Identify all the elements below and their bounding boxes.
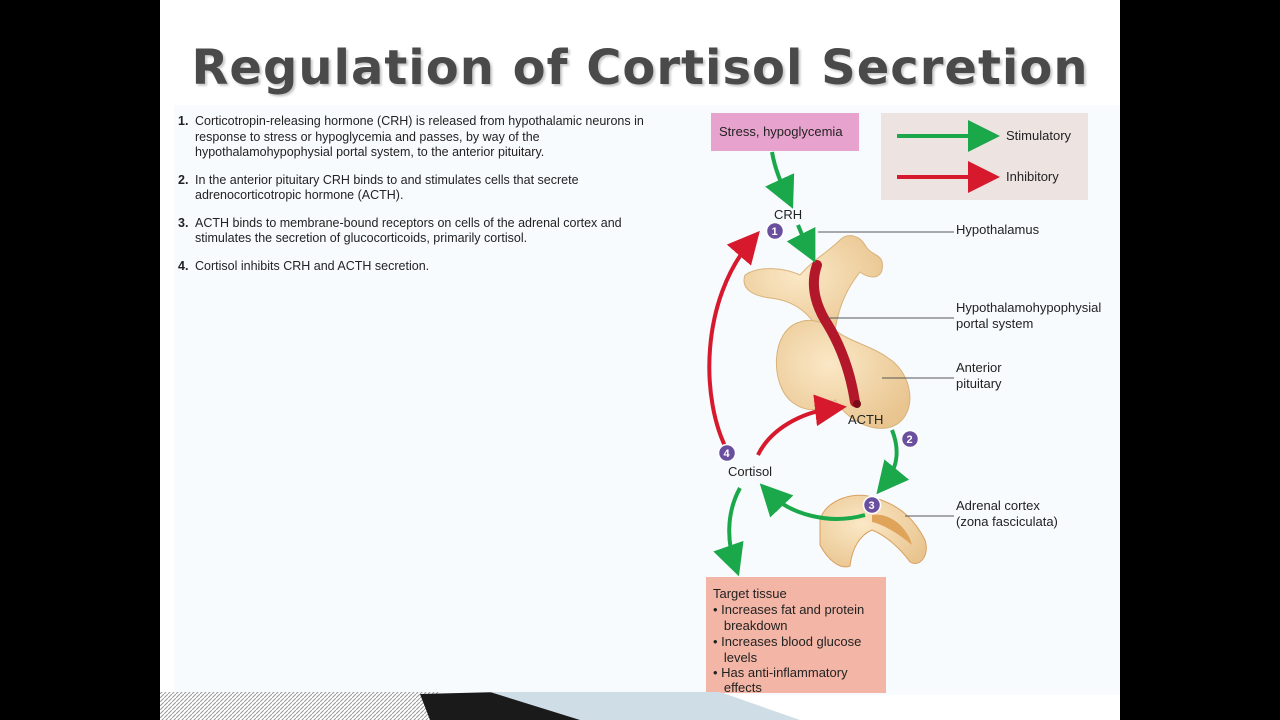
arrow-cortisol-to-target (713, 487, 744, 577)
step-badge: 1 (765, 221, 785, 241)
legend-box (881, 113, 1088, 200)
slide-title: Regulation of Cortisol Secretion (191, 40, 1089, 96)
footer-stripes (160, 692, 800, 720)
crh-label: CRH (774, 207, 802, 222)
svg-text:4: 4 (724, 448, 731, 460)
arrow-acth-to-adrenal (876, 429, 910, 495)
adrenal-label-line1: Adrenal cortex (956, 498, 1040, 513)
stress-box (711, 113, 859, 151)
anterior-pituitary-tissue (775, 319, 911, 429)
target-tissue-title: Target tissue (713, 586, 787, 601)
figure-panel (174, 105, 1120, 695)
arrow-stress-to-crh (765, 151, 795, 209)
legend: Stimulatory Inhibitory (881, 113, 1088, 200)
portal-label-line2: portal system (956, 316, 1033, 331)
anterior-label-line1: Anterior (956, 360, 1002, 375)
adrenal-label-line2: (zona fasciculata) (956, 514, 1058, 529)
target-tissue-line: breakdown (713, 618, 787, 633)
portal-vessel-end (853, 400, 861, 408)
step-text: ACTH binds to membrane-bound receptors o… (195, 215, 622, 246)
arrow-adrenal-to-cortisol (759, 483, 866, 521)
svg-text:3: 3 (869, 500, 875, 512)
step-item: 3. ACTH binds to membrane-bound receptors… (178, 216, 648, 247)
step-badge: 2 (900, 429, 920, 449)
acth-label: ACTH (848, 412, 883, 427)
target-tissue-box (706, 577, 886, 693)
arrow-cortisol-inhibits-pituitary (756, 394, 847, 456)
arrow-crh-to-portal (786, 224, 816, 263)
steps-list: 1. Corticotropin-releasing hormone (CRH) … (178, 114, 648, 286)
adrenal-medulla (872, 514, 912, 545)
step-badge: 3 (862, 495, 882, 515)
cortisol-regulation-diagram: Stress, hypoglycemia Stimulatory Inhibit… (706, 113, 1101, 695)
portal-vessel (808, 260, 860, 407)
step-number: 2. (178, 172, 189, 187)
anterior-label-line2: pituitary (956, 376, 1002, 391)
target-tissue-line: • Increases fat and protein (713, 602, 864, 617)
portal-label-line1: Hypothalamohypophysial (956, 300, 1101, 315)
legend-stimulatory-label: Stimulatory (1006, 128, 1072, 143)
target-tissue-line: • Increases blood glucose (713, 634, 861, 649)
step-item: 1. Corticotropin-releasing hormone (CRH) … (178, 114, 648, 161)
target-tissue-line: • Has anti-inflammatory (713, 665, 848, 680)
step-item: 2. In the anterior pituitary CRH binds to… (178, 173, 648, 204)
step-text: In the anterior pituitary CRH binds to a… (195, 172, 579, 203)
step-text: Cortisol inhibits CRH and ACTH secretion… (195, 258, 430, 273)
svg-text:2: 2 (907, 434, 913, 446)
step-number: 4. (178, 258, 189, 273)
step-item: 4. Cortisol inhibits CRH and ACTH secreti… (178, 259, 648, 275)
target-tissue-line: levels (713, 650, 758, 665)
cortisol-label: Cortisol (728, 464, 772, 479)
step-badge: 4 (717, 443, 737, 463)
slide: Regulation of Cortisol Secretion 1. Corti… (160, 0, 1120, 720)
target-tissue-line: effects (713, 680, 762, 695)
step-number: 3. (178, 215, 189, 230)
step-text: Corticotropin-releasing hormone (CRH) is… (195, 114, 644, 159)
arrow-cortisol-inhibits-hypothalamus (707, 230, 760, 453)
stress-box-label: Stress, hypoglycemia (719, 124, 843, 139)
svg-text:1: 1 (772, 226, 778, 238)
hypothalamus-label: Hypothalamus (956, 222, 1040, 237)
legend-inhibitory-label: Inhibitory (1006, 169, 1059, 184)
step-number: 1. (178, 114, 189, 128)
